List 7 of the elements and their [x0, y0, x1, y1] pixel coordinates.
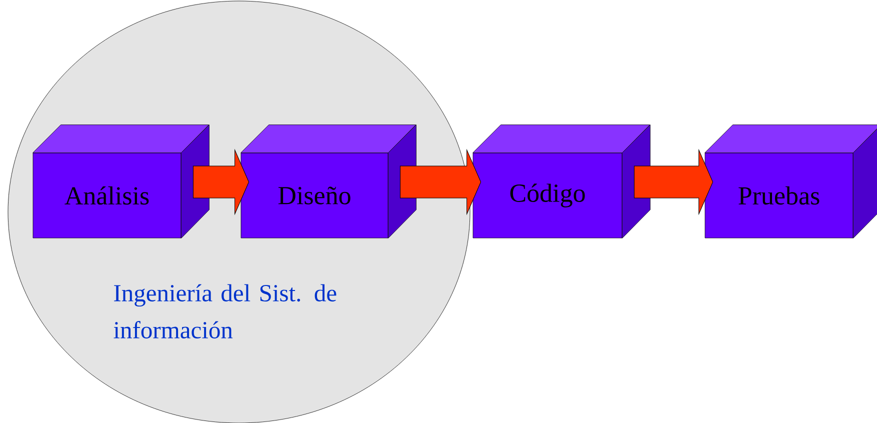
block-arrow — [192, 150, 250, 214]
block-arrow — [634, 150, 714, 214]
box-3d: Pruebas — [704, 124, 877, 238]
block-arrow — [400, 150, 482, 214]
box-3d: Código — [472, 124, 650, 238]
box-3d: Análisis — [32, 124, 210, 238]
box-3d: Diseño — [240, 124, 416, 238]
